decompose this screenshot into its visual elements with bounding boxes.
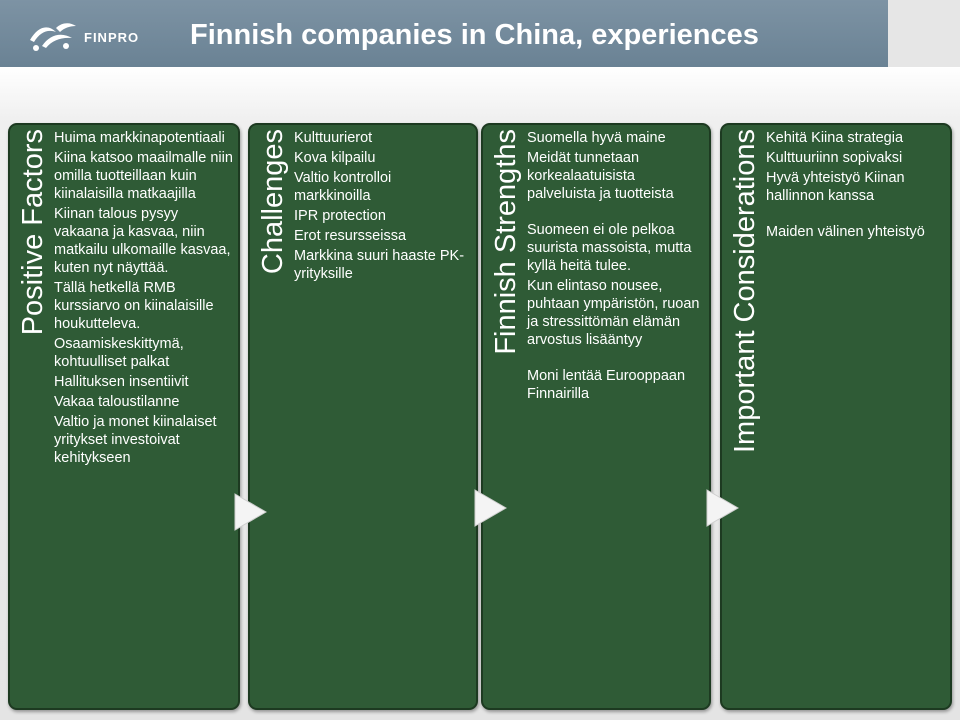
list-item: Suomeen ei ole pelkoa suurista massoista… xyxy=(527,222,692,274)
list-item: Hallituksen insentiivit xyxy=(54,374,189,390)
header-bar: FINPRO Finnish companies in China, exper… xyxy=(0,0,888,67)
panel-heading: Challenges xyxy=(256,129,289,275)
item-list: Kulttuurierot Kova kilpailu Valtio kontr… xyxy=(294,129,470,285)
list-item: Kulttuuriinn sopivaksi xyxy=(766,150,903,166)
finpro-logo-icon xyxy=(30,23,76,51)
list-item: Markkina suuri haaste PK-yrityksille xyxy=(294,248,465,282)
list-item: Kova kilpailu xyxy=(294,150,376,166)
list-item: Meidät tunnetaan korkealaatuisista palve… xyxy=(527,150,674,202)
list-item: Valtio kontrolloi markkinoilla xyxy=(294,170,392,204)
panel-heading-wrap: Finnish Strengths xyxy=(487,129,525,704)
list-item: Tällä hetkellä RMB kurssiarvo on kiinala… xyxy=(54,280,214,332)
panel-important-considerations: Important Considerations Kehitä Kiina st… xyxy=(720,123,952,710)
panel-challenges: Challenges Kulttuurierot Kova kilpailu V… xyxy=(248,123,478,710)
list-item: Kehitä Kiina strategia xyxy=(766,130,904,146)
panel-heading-wrap: Positive Factors xyxy=(14,129,52,704)
panel-heading: Positive Factors xyxy=(16,129,49,336)
list-item: Vakaa taloustilanne xyxy=(54,394,180,410)
list-item: Erot resursseissa xyxy=(294,228,407,244)
logo-text: FINPRO xyxy=(84,30,140,45)
item-list: Kehitä Kiina strategia Kulttuuriinn sopi… xyxy=(766,129,946,243)
list-item: IPR protection xyxy=(294,208,386,224)
panel-heading-wrap: Important Considerations xyxy=(726,129,764,704)
list-item: Huima markkinapotentiaali xyxy=(54,130,225,146)
panel-heading: Important Considerations xyxy=(728,129,761,453)
list-item xyxy=(527,351,703,365)
panel-heading-wrap: Challenges xyxy=(254,129,292,704)
finpro-logo: FINPRO xyxy=(26,18,161,54)
list-item: Kun elintaso nousee, puhtaan ympäristön,… xyxy=(527,278,700,348)
list-item: Kiina katsoo maailmalle niin omilla tuot… xyxy=(54,150,233,202)
arrow-right-icon xyxy=(234,493,267,531)
list-item: Osaamiskeskittymä, kohtuulliset palkat xyxy=(54,336,184,370)
page-title: Finnish companies in China, experiences xyxy=(190,19,759,51)
list-item: Valtio ja monet kiinalaiset yritykset in… xyxy=(54,414,217,466)
panel-positive-factors: Positive Factors Huima markkinapotentiaa… xyxy=(8,123,240,710)
header-corner xyxy=(888,0,960,67)
list-item: Moni lentää Eurooppaan Finnairilla xyxy=(527,368,686,402)
item-list: Huima markkinapotentiaali Kiina katsoo m… xyxy=(54,129,234,469)
list-item xyxy=(527,205,703,219)
list-item: Hyvä yhteistyö Kiinan hallinnon kanssa xyxy=(766,170,905,204)
list-item: Maiden välinen yhteistyö xyxy=(766,224,925,240)
panel-finnish-strengths: Finnish Strengths Suomella hyvä maine Me… xyxy=(481,123,711,710)
arrow-right-icon xyxy=(706,489,739,527)
list-item xyxy=(766,207,946,221)
list-item: Kulttuurierot xyxy=(294,130,373,146)
item-list: Suomella hyvä maine Meidät tunnetaan kor… xyxy=(527,129,703,405)
list-item: Suomella hyvä maine xyxy=(527,130,666,146)
arrow-right-icon xyxy=(474,489,507,527)
list-item: Kiinan talous pysyy vakaana ja kasvaa, n… xyxy=(54,206,231,276)
panel-heading: Finnish Strengths xyxy=(489,129,522,355)
